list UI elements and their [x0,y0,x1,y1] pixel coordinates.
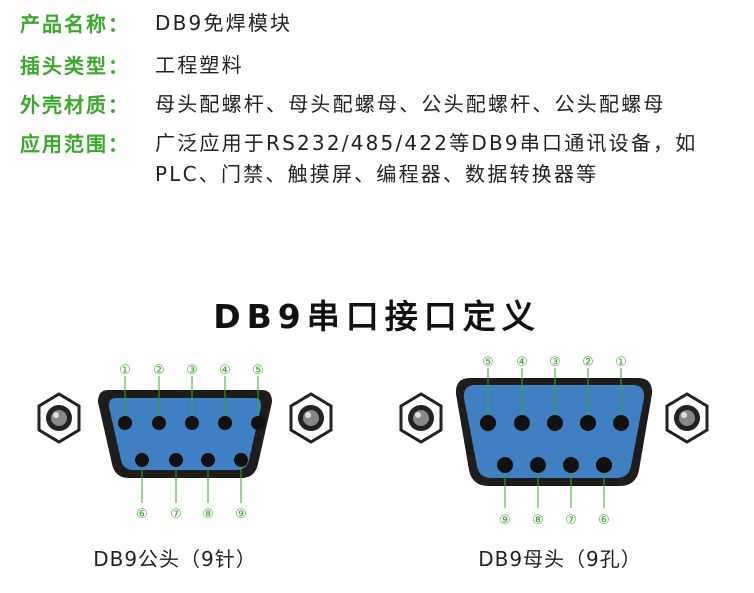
male-pin-label: ④ [219,363,231,378]
female-pin-label: ⑦ [565,513,577,528]
male-pin-label: ⑧ [202,507,214,522]
male-pin-label: ③ [186,363,198,378]
female-pin-label: ⑧ [532,513,544,528]
right-hex-nut-icon [665,392,709,444]
female-caption: DB9母头（9孔） [478,547,642,571]
female-pin-label: ③ [549,355,561,370]
male-caption: DB9公头（9针） [93,547,257,571]
spec-value-shell: 母头配螺杆、母头配螺母、公头配螺杆、公头配螺母 [155,92,666,116]
female-pin-label: ④ [516,355,528,370]
male-pin-label: ⑥ [136,507,148,522]
female-pin-label: ⑤ [482,355,494,370]
male-pin-label: ⑦ [170,507,182,522]
spec-row-product: 产品名称： DB9免焊模块 [20,8,735,40]
male-face [108,398,262,470]
spec-value-application: 广泛应用于RS232/485/422等DB9串口通讯设备，如PLC、门禁、触摸屏… [155,131,698,186]
female-pin-label: ⑥ [598,513,610,528]
db9-female-connector: ⑤ ④ ③ ② ① ⑨ ⑧ ⑦ ⑥ [399,355,709,528]
left-hex-nut-icon [399,392,443,444]
right-hex-nut-icon [289,392,333,444]
male-pin-label: ② [153,363,165,378]
spec-value-plug-type: 工程塑料 [155,53,244,77]
female-holes [480,415,629,473]
female-face [463,385,645,478]
spec-row-application: 应用范围： 广泛应用于RS232/485/422等DB9串口通讯设备，如PLC、… [20,128,735,190]
male-pin-label: ⑨ [235,507,247,522]
male-pins [118,416,265,467]
diagram-title: DB9串口接口定义 [213,297,541,336]
db9-male-connector: ① ② ③ ④ ⑤ ⑥ ⑦ ⑧ ⑨ [37,363,333,522]
spec-value-product: DB9免焊模块 [155,11,293,35]
spec-label-shell: 外壳材质： [20,93,130,117]
spec-label-application: 应用范围： [20,132,130,156]
female-pin-label: ⑨ [499,513,511,528]
spec-label-plug-type: 插头类型： [20,54,130,78]
spec-row-shell: 外壳材质： 母头配螺杆、母头配螺母、公头配螺杆、公头配螺母 [20,89,735,121]
female-pin-label: ① [615,355,627,370]
left-hex-nut-icon [37,392,81,444]
female-pin-label: ② [582,355,594,370]
male-pin-label: ① [119,363,131,378]
spec-row-plug-type: 插头类型： 工程塑料 [20,50,735,82]
male-pin-label: ⑤ [252,363,264,378]
spec-label-product: 产品名称： [20,12,130,36]
